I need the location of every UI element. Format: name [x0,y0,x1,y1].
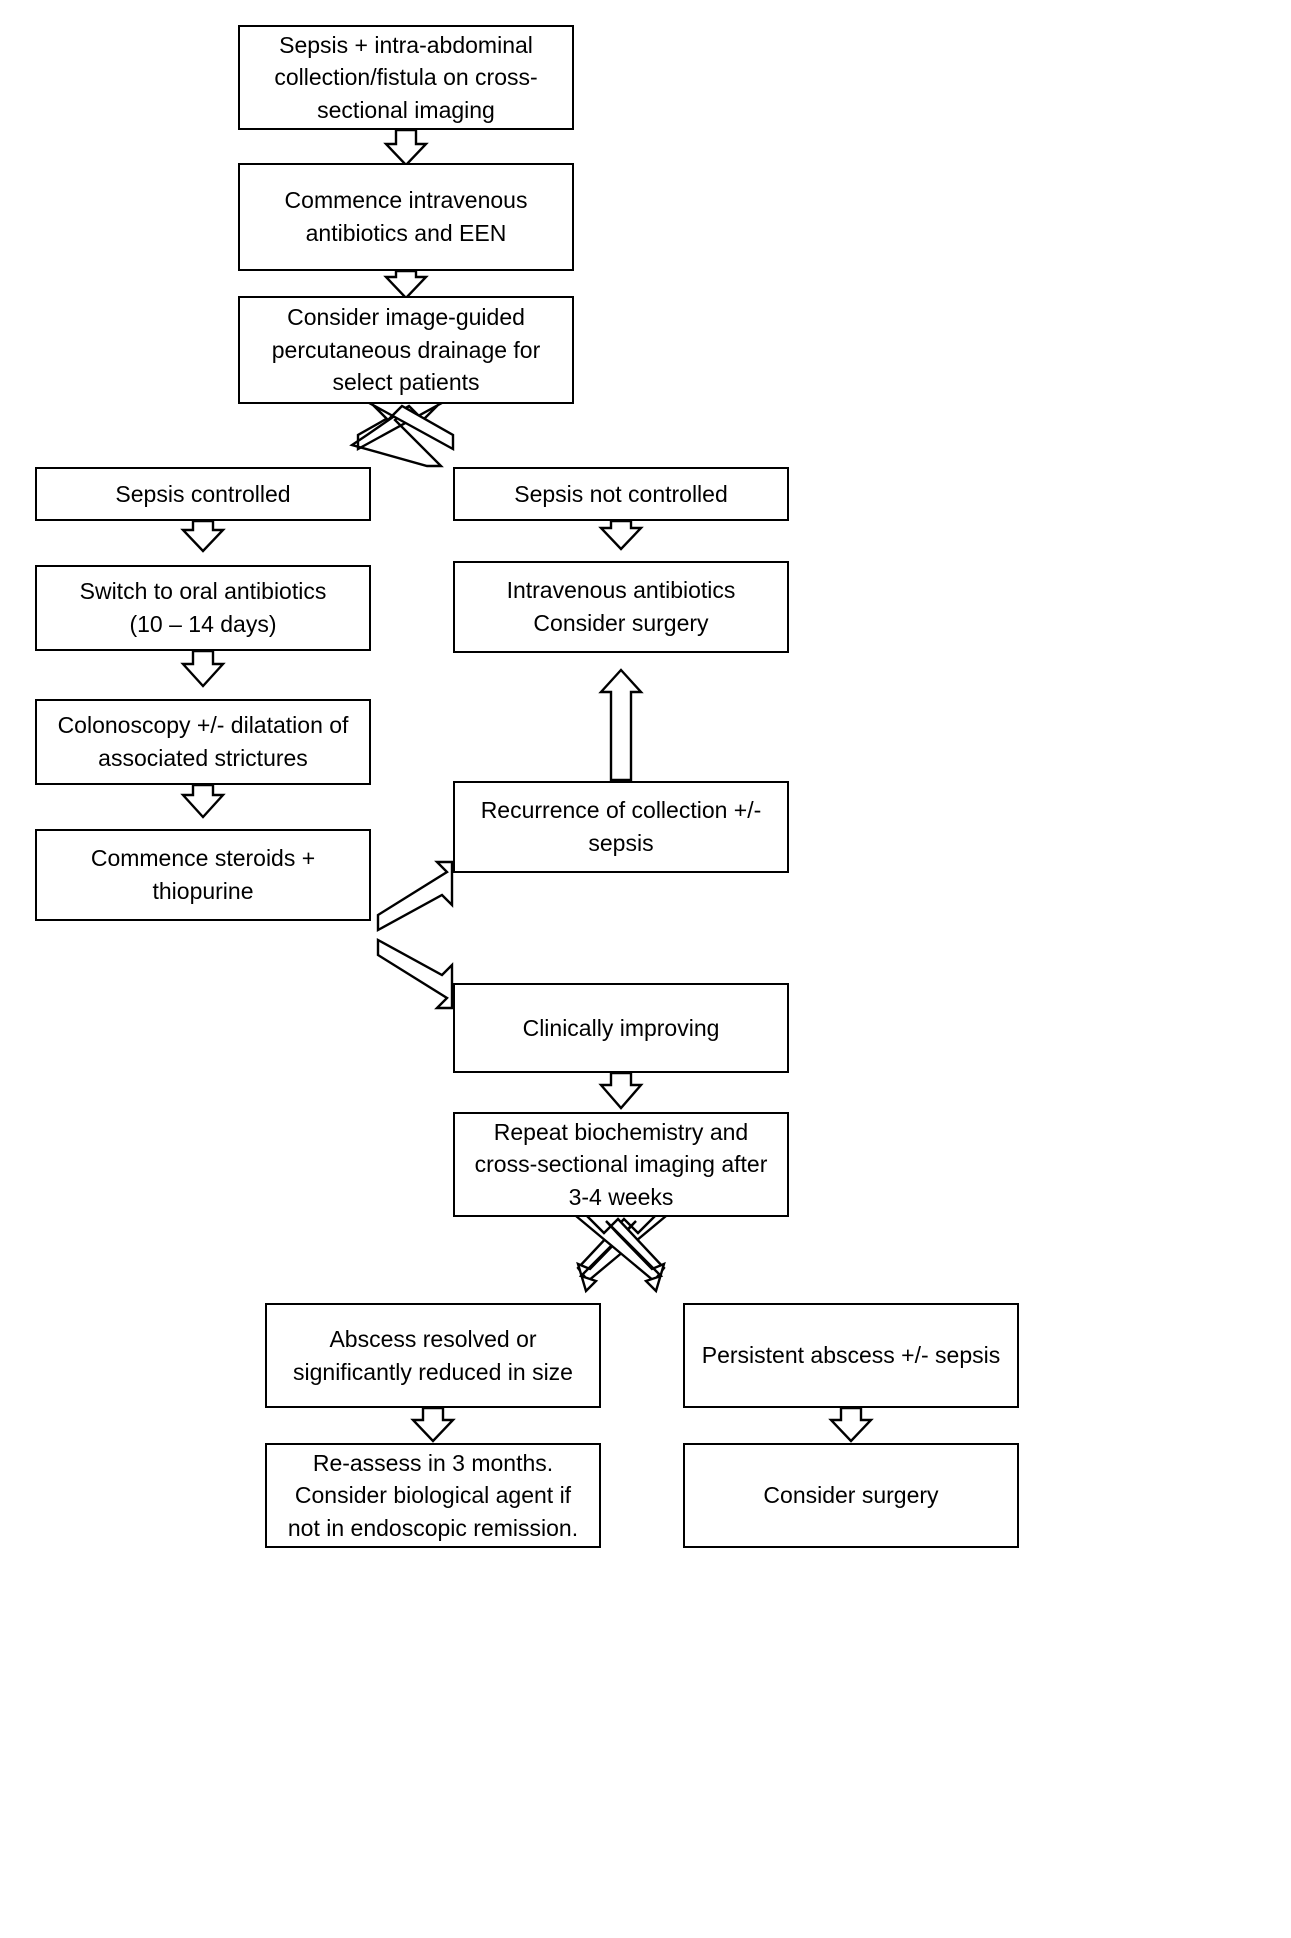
arrow-n10-n9 [376,860,454,933]
arrow-n9-n7 [598,668,644,782]
arrow-n5-n7 [598,519,644,551]
node-sepsis-collection[interactable]: Sepsis + intra-abdominal collection/fist… [238,25,574,130]
node-commence-iv-antibiotics-een[interactable]: Commence intravenous antibiotics and EEN [238,163,574,271]
node-reassess-3-months[interactable]: Re-assess in 3 months. Consider biologic… [265,1443,601,1548]
arrow-n12-n13-head [576,1220,637,1294]
node-sepsis-not-controlled[interactable]: Sepsis not controlled [453,467,789,521]
node-sepsis-controlled[interactable]: Sepsis controlled [35,467,371,521]
node-recurrence-of-collection[interactable]: Recurrence of collection +/- sepsis [453,781,789,873]
arrow-n8-n10 [180,783,226,819]
arrow-n1-n2 [383,128,429,167]
node-abscess-resolved[interactable]: Abscess resolved or significantly reduce… [265,1303,601,1408]
arrow-n11-n12 [598,1071,644,1110]
arrow-n4-n6 [180,519,226,553]
node-iv-antibiotics-consider-surgery[interactable]: Intravenous antibiotics Consider surgery [453,561,789,653]
node-persistent-abscess[interactable]: Persistent abscess +/- sepsis [683,1303,1019,1408]
arrow-n12-n14-head [605,1220,666,1294]
node-commence-steroids-thiopurine[interactable]: Commence steroids + thiopurine [35,829,371,921]
arrow-n14-n16 [828,1406,874,1443]
arrow-n13-n15 [410,1406,456,1443]
node-switch-oral-antibiotics[interactable]: Switch to oral antibiotics (10 – 14 days… [35,565,371,651]
node-consider-percutaneous-drainage[interactable]: Consider image-guided percutaneous drain… [238,296,574,404]
arrow-n2-n3 [383,269,429,300]
node-clinically-improving[interactable]: Clinically improving [453,983,789,1073]
node-repeat-biochemistry-imaging[interactable]: Repeat biochemistry and cross-sectional … [453,1112,789,1217]
arrow-n6-n8 [180,649,226,688]
node-colonoscopy-dilatation[interactable]: Colonoscopy +/- dilatation of associated… [35,699,371,785]
arrow-n10-n11 [376,937,454,1010]
node-consider-surgery[interactable]: Consider surgery [683,1443,1019,1548]
